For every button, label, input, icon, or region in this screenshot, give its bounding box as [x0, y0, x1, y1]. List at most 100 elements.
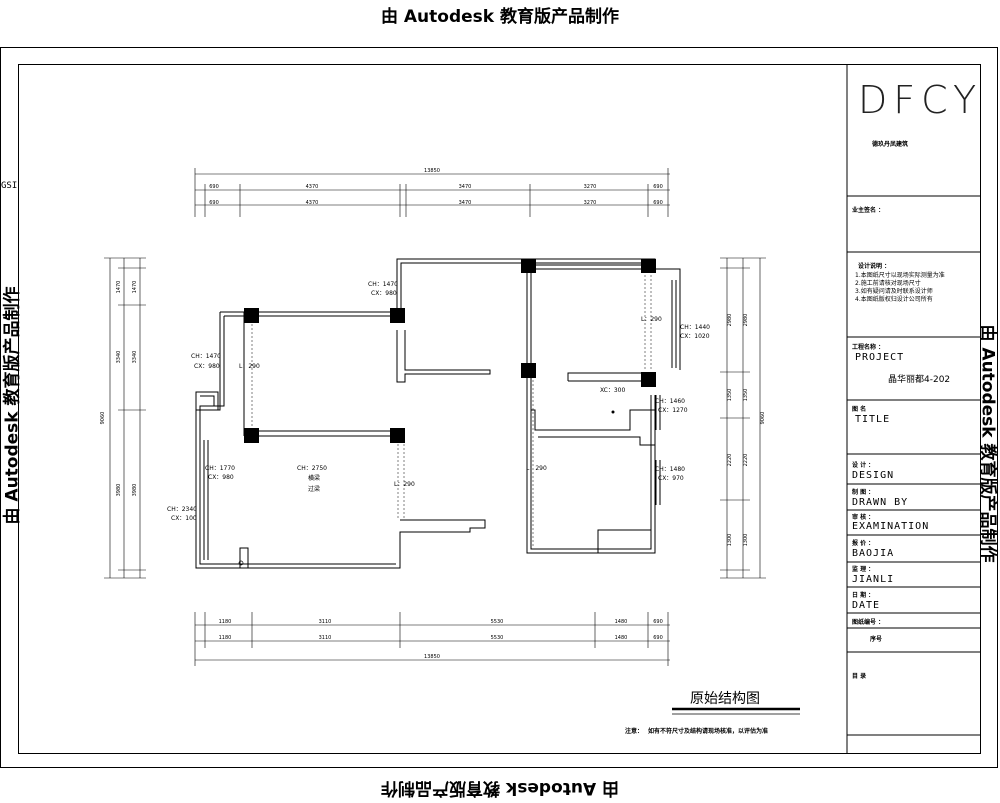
structural-columns	[244, 259, 656, 443]
dim-top-b-2: 3470	[459, 200, 472, 206]
dim-top-a-2: 3470	[459, 184, 472, 190]
label-ch-1770: CH：1770	[205, 465, 235, 472]
dim-top-row-a: 690 4370 3470 3270 690	[209, 184, 663, 190]
label-ch-1480: CH：1480	[655, 466, 685, 473]
dim-left-2: 3980	[116, 484, 122, 497]
dim-top-total: 13850	[424, 168, 440, 174]
dim-right-total: 9060	[760, 412, 766, 425]
date-label-cn: 日 期 ：	[852, 590, 985, 599]
design-note-3: 3.如有疑问请及时联系设计师	[855, 288, 975, 296]
dim-bottom-2-1: 3110	[319, 635, 332, 641]
column-8	[641, 372, 656, 387]
dim-left-total: 9060	[100, 412, 106, 425]
label-beam-1: 横梁	[308, 474, 320, 482]
project-value: 晶华丽都4-202	[888, 372, 1000, 385]
dim-bottom-2-0: 1180	[219, 635, 232, 641]
note-text: 如有不符尺寸及结构请现场核准，以评估为准	[648, 726, 768, 735]
note-label: 注意：	[625, 726, 643, 735]
label-ch-1470-b: CH：1470	[191, 353, 221, 360]
dim-bottom-row-2: 1180 3110 5530 1480 690	[219, 635, 663, 641]
label-cx-1270: CX：1270	[658, 407, 688, 414]
column-4	[390, 428, 405, 443]
label-cx-980-b: CX：980	[194, 363, 220, 370]
exam-label-cn: 审 核 ：	[852, 512, 985, 521]
dim-right-2b: 2220	[743, 454, 749, 467]
label-ch-1460: CH：1460	[655, 398, 685, 405]
dim-bottom-1-0: 1180	[219, 619, 232, 625]
column-5	[521, 259, 536, 273]
dim-right-0: 2980	[727, 314, 733, 327]
label-cx-980-a: CX：980	[371, 290, 397, 297]
column-3	[244, 428, 259, 443]
dim-left-2b: 3980	[132, 484, 138, 497]
dim-bottom-1-2: 5530	[491, 619, 504, 625]
date-label-en: DATE	[852, 600, 985, 611]
left-dimension-lines	[104, 258, 146, 578]
dim-top-a-1: 4370	[306, 184, 319, 190]
dim-top-b-4: 690	[653, 200, 663, 206]
column-2	[390, 308, 405, 323]
title-label-cn: 图 名	[852, 404, 985, 413]
drawing-title: 原始结构图	[690, 688, 760, 708]
dim-left-0: 1470	[116, 281, 122, 294]
dim-right-1: 1350	[727, 389, 733, 402]
column-1	[244, 308, 259, 323]
label-cx-1020: CX：1020	[680, 333, 710, 340]
dim-bottom-1-1: 3110	[319, 619, 332, 625]
design-label-en: DESIGN	[852, 470, 985, 481]
label-cx-980-c: CX：980	[208, 474, 234, 481]
label-ch-1470-a: CH：1470	[368, 281, 398, 288]
dim-right-3b: 1300	[743, 534, 749, 547]
dim-top-b-1: 4370	[306, 200, 319, 206]
label-ch-2340: CH：2340	[167, 506, 197, 513]
design-notes-list: 1.本图纸尺寸以现场实际测量为准 2.施工前请核对现场尺寸 3.如有疑问请及时联…	[855, 272, 975, 304]
jianli-label-en: JIANLI	[852, 574, 985, 585]
logo-text: DFCY	[858, 78, 991, 122]
label-cx-970: CX：970	[658, 475, 684, 482]
dim-bottom-2-2: 5530	[491, 635, 504, 641]
dim-bottom-1-3: 1480	[615, 619, 628, 625]
label-l-290-a: L：290	[239, 363, 260, 370]
baojia-label-en: BAOJIA	[852, 548, 985, 559]
sequence-label: 序号	[870, 634, 1000, 643]
dim-left-1: 3340	[116, 351, 122, 364]
dim-top-a-3: 3270	[584, 184, 597, 190]
dim-right-2: 2220	[727, 454, 733, 467]
dim-top-a-4: 690	[653, 184, 663, 190]
top-dimension-lines	[195, 168, 670, 217]
design-note-1: 1.本图纸尺寸以现场实际测量为准	[855, 272, 975, 280]
design-note-4: 4.本图纸版权归设计公司所有	[855, 296, 975, 304]
drain-mark	[612, 411, 615, 414]
label-l-290-d: L：290	[641, 316, 662, 323]
column-7	[521, 363, 536, 378]
floor-plan-walls	[196, 259, 680, 568]
dim-right-1b: 1350	[743, 389, 749, 402]
client-signature-label: 业主签名 ：	[852, 205, 985, 214]
dim-top-b-3: 3270	[584, 200, 597, 206]
project-label-cn: 工程名称 ：	[852, 342, 985, 351]
dim-bottom-1-4: 690	[653, 619, 663, 625]
dim-bottom-2-3: 1480	[615, 635, 628, 641]
exam-label-en: EXAMINATION	[852, 521, 985, 532]
label-l-290-b: L：290	[394, 481, 415, 488]
jianli-label-cn: 监 理 ：	[852, 564, 985, 573]
dim-right-0b: 2980	[743, 314, 749, 327]
label-cx-100: CX：100	[171, 515, 197, 522]
baojia-label-cn: 报 价 ：	[852, 538, 985, 547]
dim-bottom-total: 13850	[424, 654, 440, 660]
label-xc-300: XC：300	[600, 387, 625, 394]
catalog-label: 目 录	[852, 671, 985, 680]
dim-top-a-0: 690	[209, 184, 219, 190]
drawn-label-cn: 制 图 ：	[852, 487, 985, 496]
label-beam-2: 过梁	[308, 485, 320, 493]
design-note-2: 2.施工前请核对现场尺寸	[855, 280, 975, 288]
company-name: 德玖丹凤建筑	[872, 139, 1000, 148]
dim-bottom-row-1: 1180 3110 5530 1480 690	[219, 619, 663, 625]
dim-right-3: 1300	[727, 534, 733, 547]
column-6	[641, 259, 656, 273]
project-label-en: PROJECT	[855, 352, 988, 363]
design-notes-label: 设计说明 ：	[858, 261, 991, 270]
dim-left-1b: 3340	[132, 351, 138, 364]
drawn-label-en: DRAWN BY	[852, 497, 985, 508]
